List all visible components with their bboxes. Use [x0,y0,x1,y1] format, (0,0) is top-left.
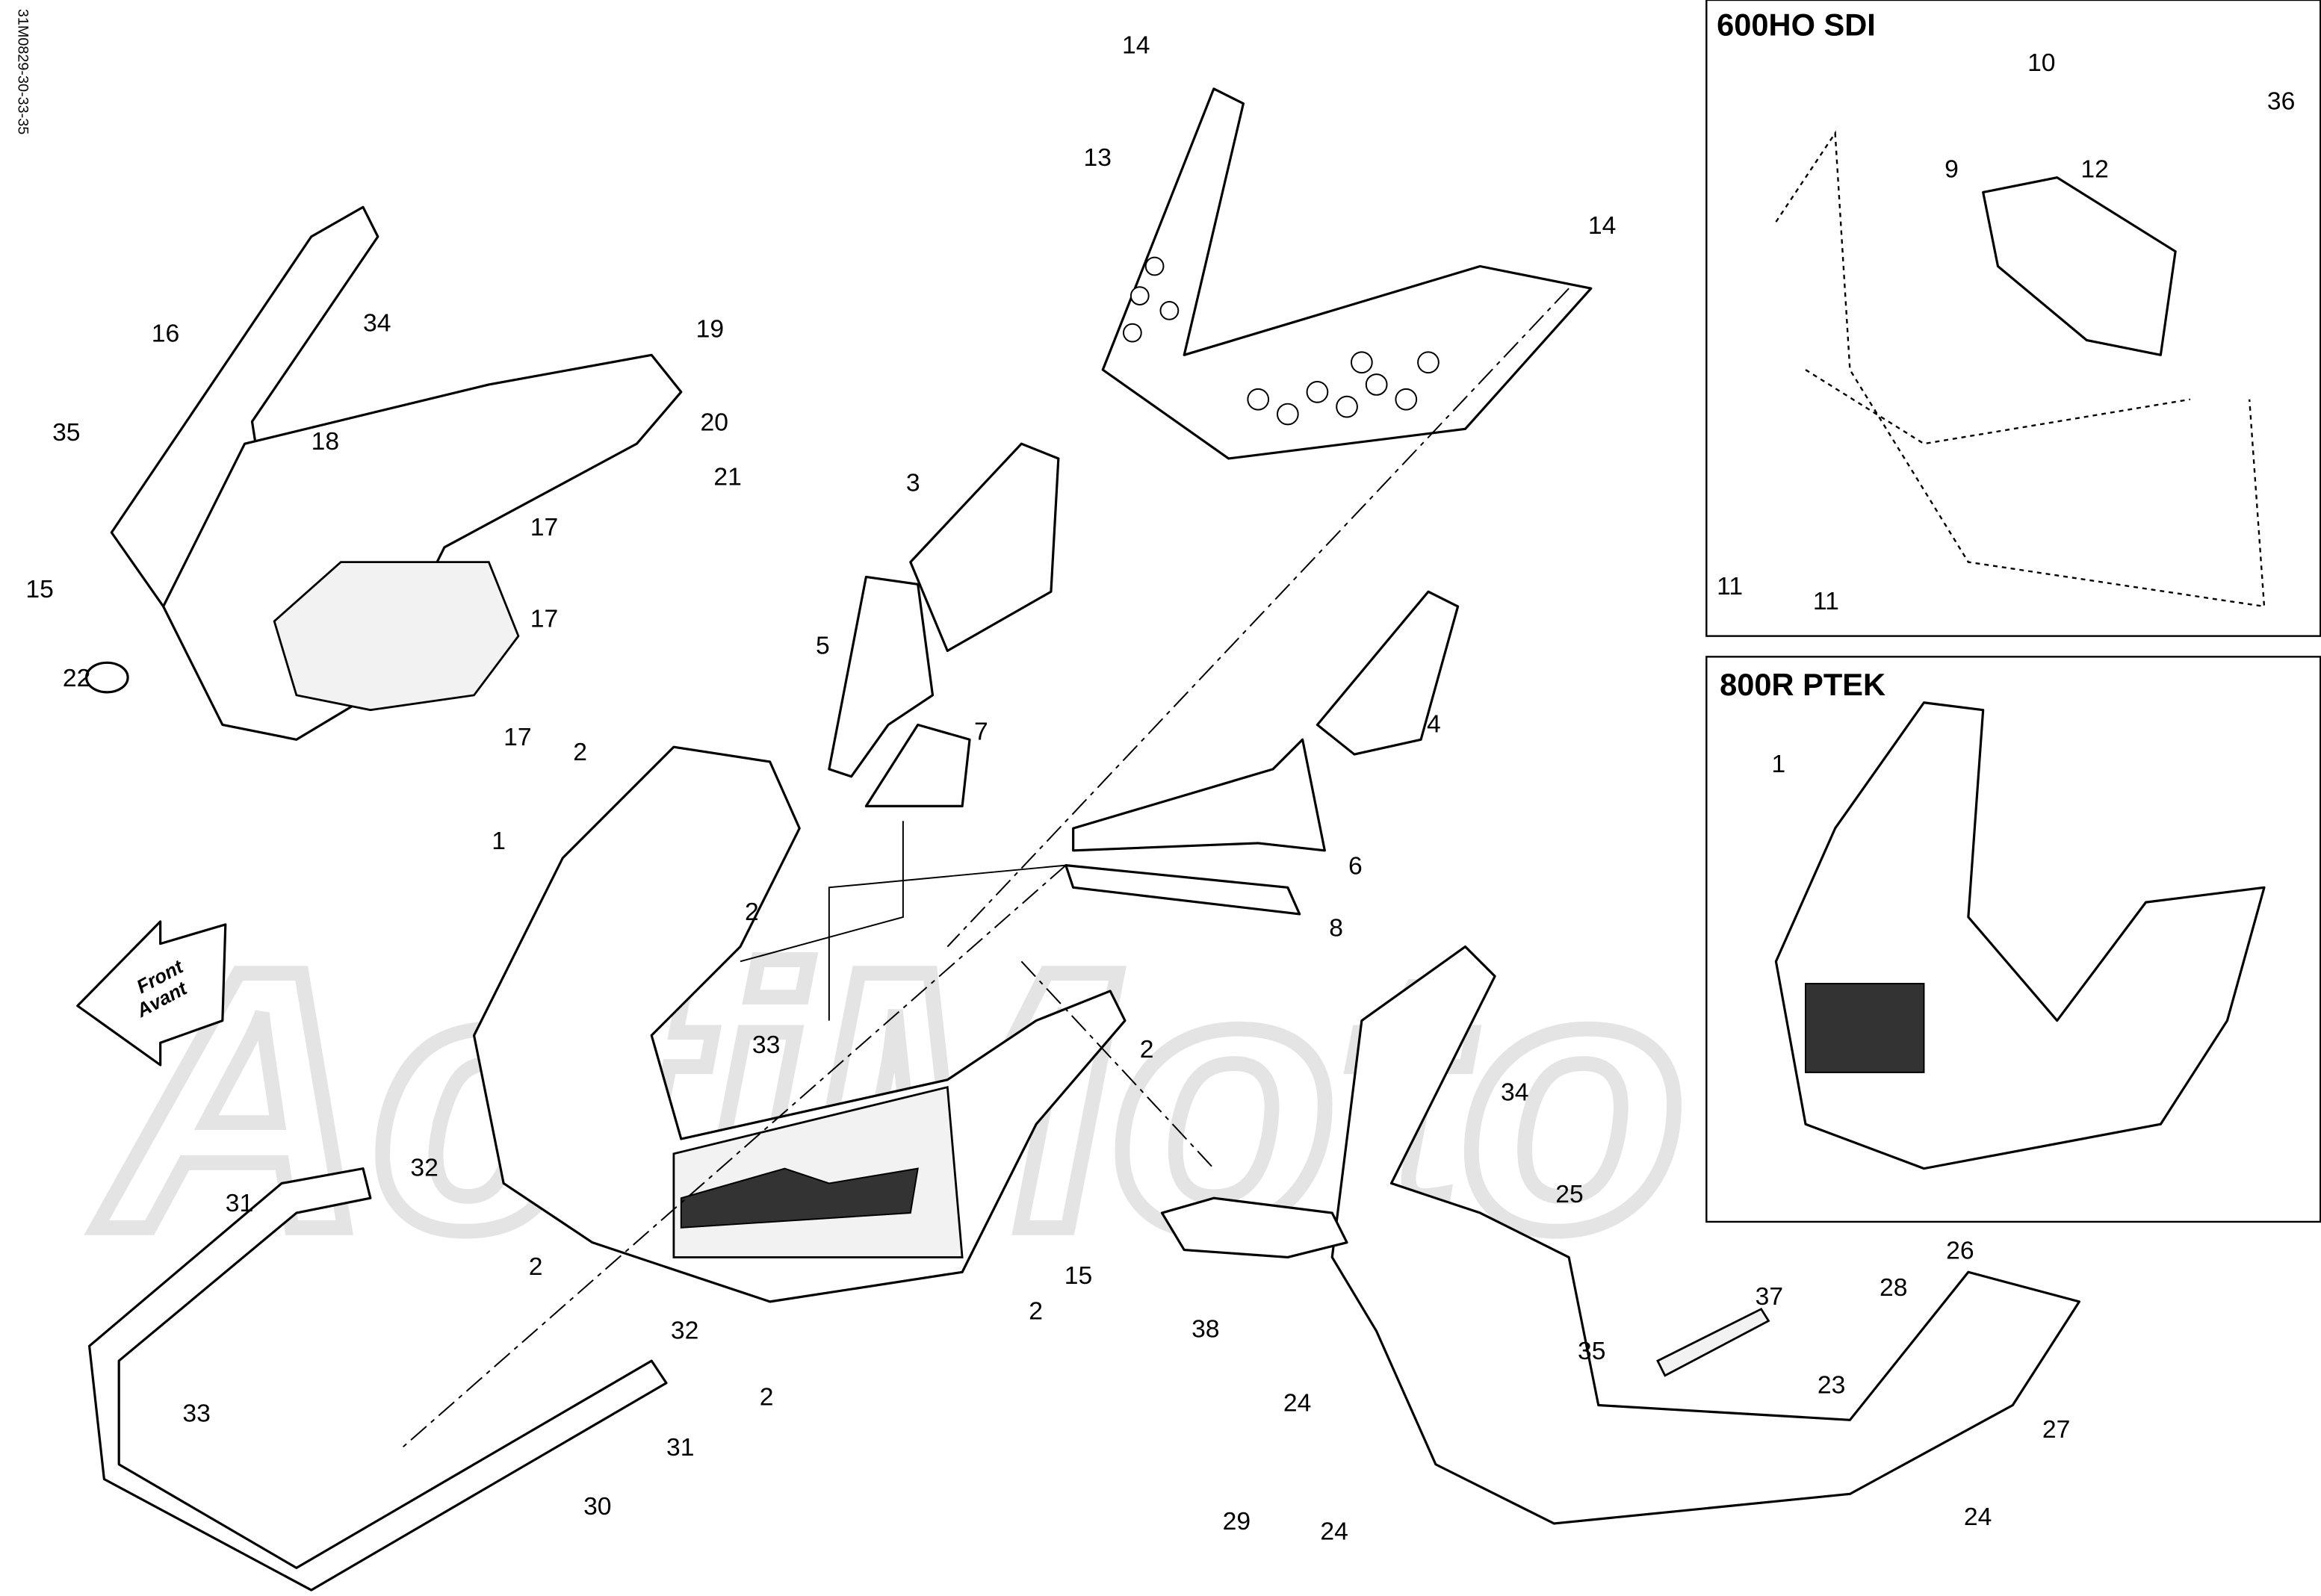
callout: 35 [52,419,80,447]
callout: 27 [2042,1416,2070,1444]
callout: 25 [1555,1181,1583,1208]
callout: 17 [503,724,531,751]
callout: 37 [1756,1283,1783,1311]
callout: 15 [25,576,53,603]
callout: 3 [906,470,920,497]
callout: 13 [1084,144,1112,172]
callout: 10 [2027,49,2055,77]
callout: 6 [1348,852,1363,880]
front-arrow-icon: Front Avant [76,920,227,1066]
callout: 7 [974,718,988,745]
callout: 15 [1065,1262,1092,1290]
callout: 19 [696,316,724,344]
callout: 17 [530,606,558,633]
callout: 32 [671,1317,698,1344]
callout: 36 [2267,88,2295,116]
callout: 2 [1029,1298,1043,1326]
inset-title: 600HO SDI [1717,7,1876,43]
callout: 11 [1717,573,1743,600]
callout: 5 [816,632,830,659]
callout: 11 [1813,588,1839,615]
callout: 23 [1818,1372,1845,1400]
callout: 32 [410,1155,438,1182]
callout: 8 [1329,915,1343,943]
callout: 1 [492,828,506,855]
callouts: 16 34 35 18 19 20 21 17 17 17 15 22 14 1… [25,31,2070,1545]
callout: 29 [1223,1508,1251,1536]
callout: 20 [701,409,728,436]
callout: 28 [1880,1274,1907,1302]
callout: 33 [182,1400,210,1427]
callout: 17 [530,514,558,541]
drawing-id: 31M0829-30-33-35 [15,9,31,134]
part-foam-pads [828,442,1460,916]
callout: 2 [1140,1036,1154,1064]
part-belly-pan [1160,945,2080,1525]
callout: 2 [573,739,587,766]
part-bumper [88,1167,668,1592]
callout: 14 [1588,212,1616,240]
inset-600ho-sdi: 600HO SDI 10 36 9 12 11 11 [1705,0,2321,637]
part-grille [1101,87,1593,460]
callout: 24 [1964,1503,1992,1531]
callout: 4 [1427,710,1441,738]
callout: 1 [1771,751,1785,778]
callout: 21 [713,464,741,491]
callout: 16 [152,320,179,348]
callout: 26 [1946,1237,1974,1264]
part-console-assembly [85,205,683,741]
callout: 34 [1501,1079,1528,1107]
callout: 33 [752,1031,780,1059]
callout: 24 [1283,1389,1311,1417]
callout: 38 [1192,1315,1219,1343]
callout: 2 [745,898,759,926]
callout: 30 [583,1493,611,1521]
callout: 24 [1320,1518,1348,1546]
callout: 31 [226,1190,253,1217]
callout: 18 [312,428,339,456]
callout: 14 [1122,31,1150,59]
inset-800r-ptek: 800R PTEK 1 [1705,656,2321,1223]
callout: 34 [363,310,391,338]
callout: 2 [760,1384,774,1412]
callout: 12 [2080,156,2108,184]
callout: 9 [1945,156,1959,184]
callout: 35 [1578,1338,1605,1365]
callout: 2 [529,1253,543,1281]
callout: 22 [63,665,90,692]
part-front-fascia [472,745,1127,1303]
callout: 31 [666,1434,694,1462]
inset-title: 800R PTEK [1720,667,1885,702]
